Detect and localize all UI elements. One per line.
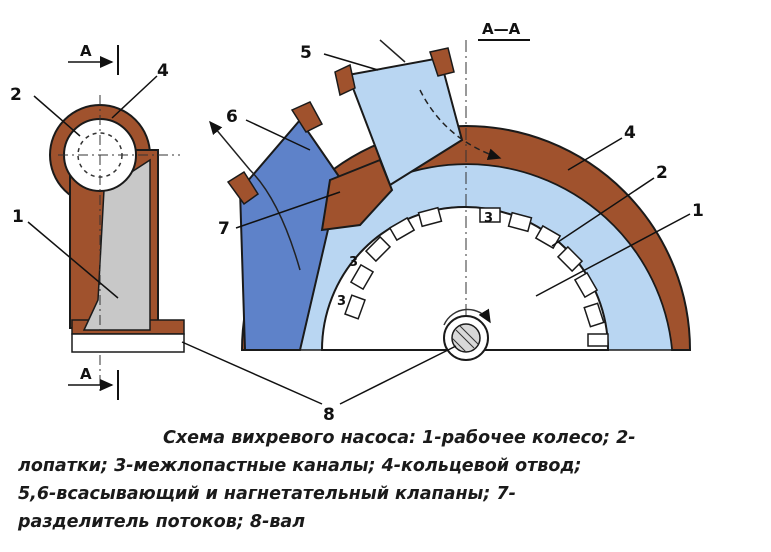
outlet-flange-right bbox=[290, 101, 324, 133]
leader-4-left bbox=[111, 75, 158, 119]
label-2-left: 2 bbox=[10, 85, 22, 105]
leader-lines bbox=[27, 53, 691, 405]
blade-slot bbox=[583, 302, 605, 328]
leader-4-right bbox=[567, 137, 623, 171]
label-1-left: 1 bbox=[12, 207, 24, 227]
figure-caption: Схема вихревого насоса: 1-рабочее колесо… bbox=[18, 424, 763, 536]
slot-label-3: 3 bbox=[349, 255, 358, 270]
label-7: 7 bbox=[218, 219, 230, 239]
blade-slot bbox=[417, 206, 443, 228]
outlet-pipe bbox=[238, 118, 342, 351]
outflow-arrow bbox=[209, 120, 301, 271]
shaft bbox=[451, 323, 481, 353]
caption-line-1: Схема вихревого насоса: 1-рабочее колесо… bbox=[163, 428, 636, 448]
section-title: А—А bbox=[482, 20, 521, 38]
blade-slot bbox=[479, 207, 501, 223]
inlet-entry-line bbox=[379, 39, 406, 63]
caption-line-4: разделитель потоков; 8-вал bbox=[18, 512, 306, 532]
inflow-arrow bbox=[419, 89, 502, 160]
blade-slot bbox=[556, 245, 584, 273]
label-4-left: 4 bbox=[157, 61, 169, 81]
label-5: 5 bbox=[300, 43, 312, 63]
caption-line-3: 5,6-всасывающий и нагнетательный клапаны… bbox=[18, 484, 516, 504]
label-6: 6 bbox=[226, 107, 238, 127]
blade-slot bbox=[587, 333, 609, 347]
label-4-right: 4 bbox=[624, 123, 636, 143]
outlet-flange-left bbox=[226, 170, 260, 206]
leader-2-left bbox=[33, 95, 81, 137]
label-8: 8 bbox=[323, 405, 335, 425]
blade-slot bbox=[388, 216, 416, 242]
blade-slot bbox=[364, 235, 392, 263]
blade-slots bbox=[344, 206, 609, 347]
blade-slot bbox=[344, 294, 366, 320]
inlet-flange-left bbox=[334, 63, 356, 97]
leader-2-right bbox=[551, 177, 655, 247]
section-marker-bottom: А bbox=[80, 365, 92, 383]
section-view: 3 3 3 А—А bbox=[209, 20, 692, 361]
leader-1-left bbox=[27, 221, 119, 299]
number-labels: 2 4 1 5 6 7 4 2 1 8 bbox=[10, 43, 704, 425]
caption-line-2: лопатки; 3-межлопастные каналы; 4-кольце… bbox=[18, 456, 582, 476]
side-view: А А bbox=[49, 42, 185, 400]
slot-label-3: 3 bbox=[337, 294, 346, 309]
leader-6 bbox=[245, 119, 311, 151]
leader-7 bbox=[235, 191, 341, 229]
flow-separator bbox=[320, 158, 394, 232]
label-2-right: 2 bbox=[656, 163, 668, 183]
blade-slot bbox=[507, 211, 533, 233]
blade-slot bbox=[349, 263, 375, 291]
inlet-flange-right bbox=[429, 47, 455, 77]
blade-slot bbox=[573, 271, 599, 299]
side-shaft bbox=[71, 333, 185, 353]
leader-8-left bbox=[181, 341, 323, 405]
shaft-hatching bbox=[451, 325, 479, 353]
leader-5 bbox=[323, 53, 379, 71]
leader-8-right bbox=[339, 345, 457, 405]
leader-1-right bbox=[535, 213, 691, 297]
rotation-arrow bbox=[443, 308, 491, 326]
section-marker-top: А bbox=[80, 42, 92, 60]
label-1-right: 1 bbox=[692, 201, 704, 221]
slot-label-3: 3 bbox=[484, 211, 493, 226]
